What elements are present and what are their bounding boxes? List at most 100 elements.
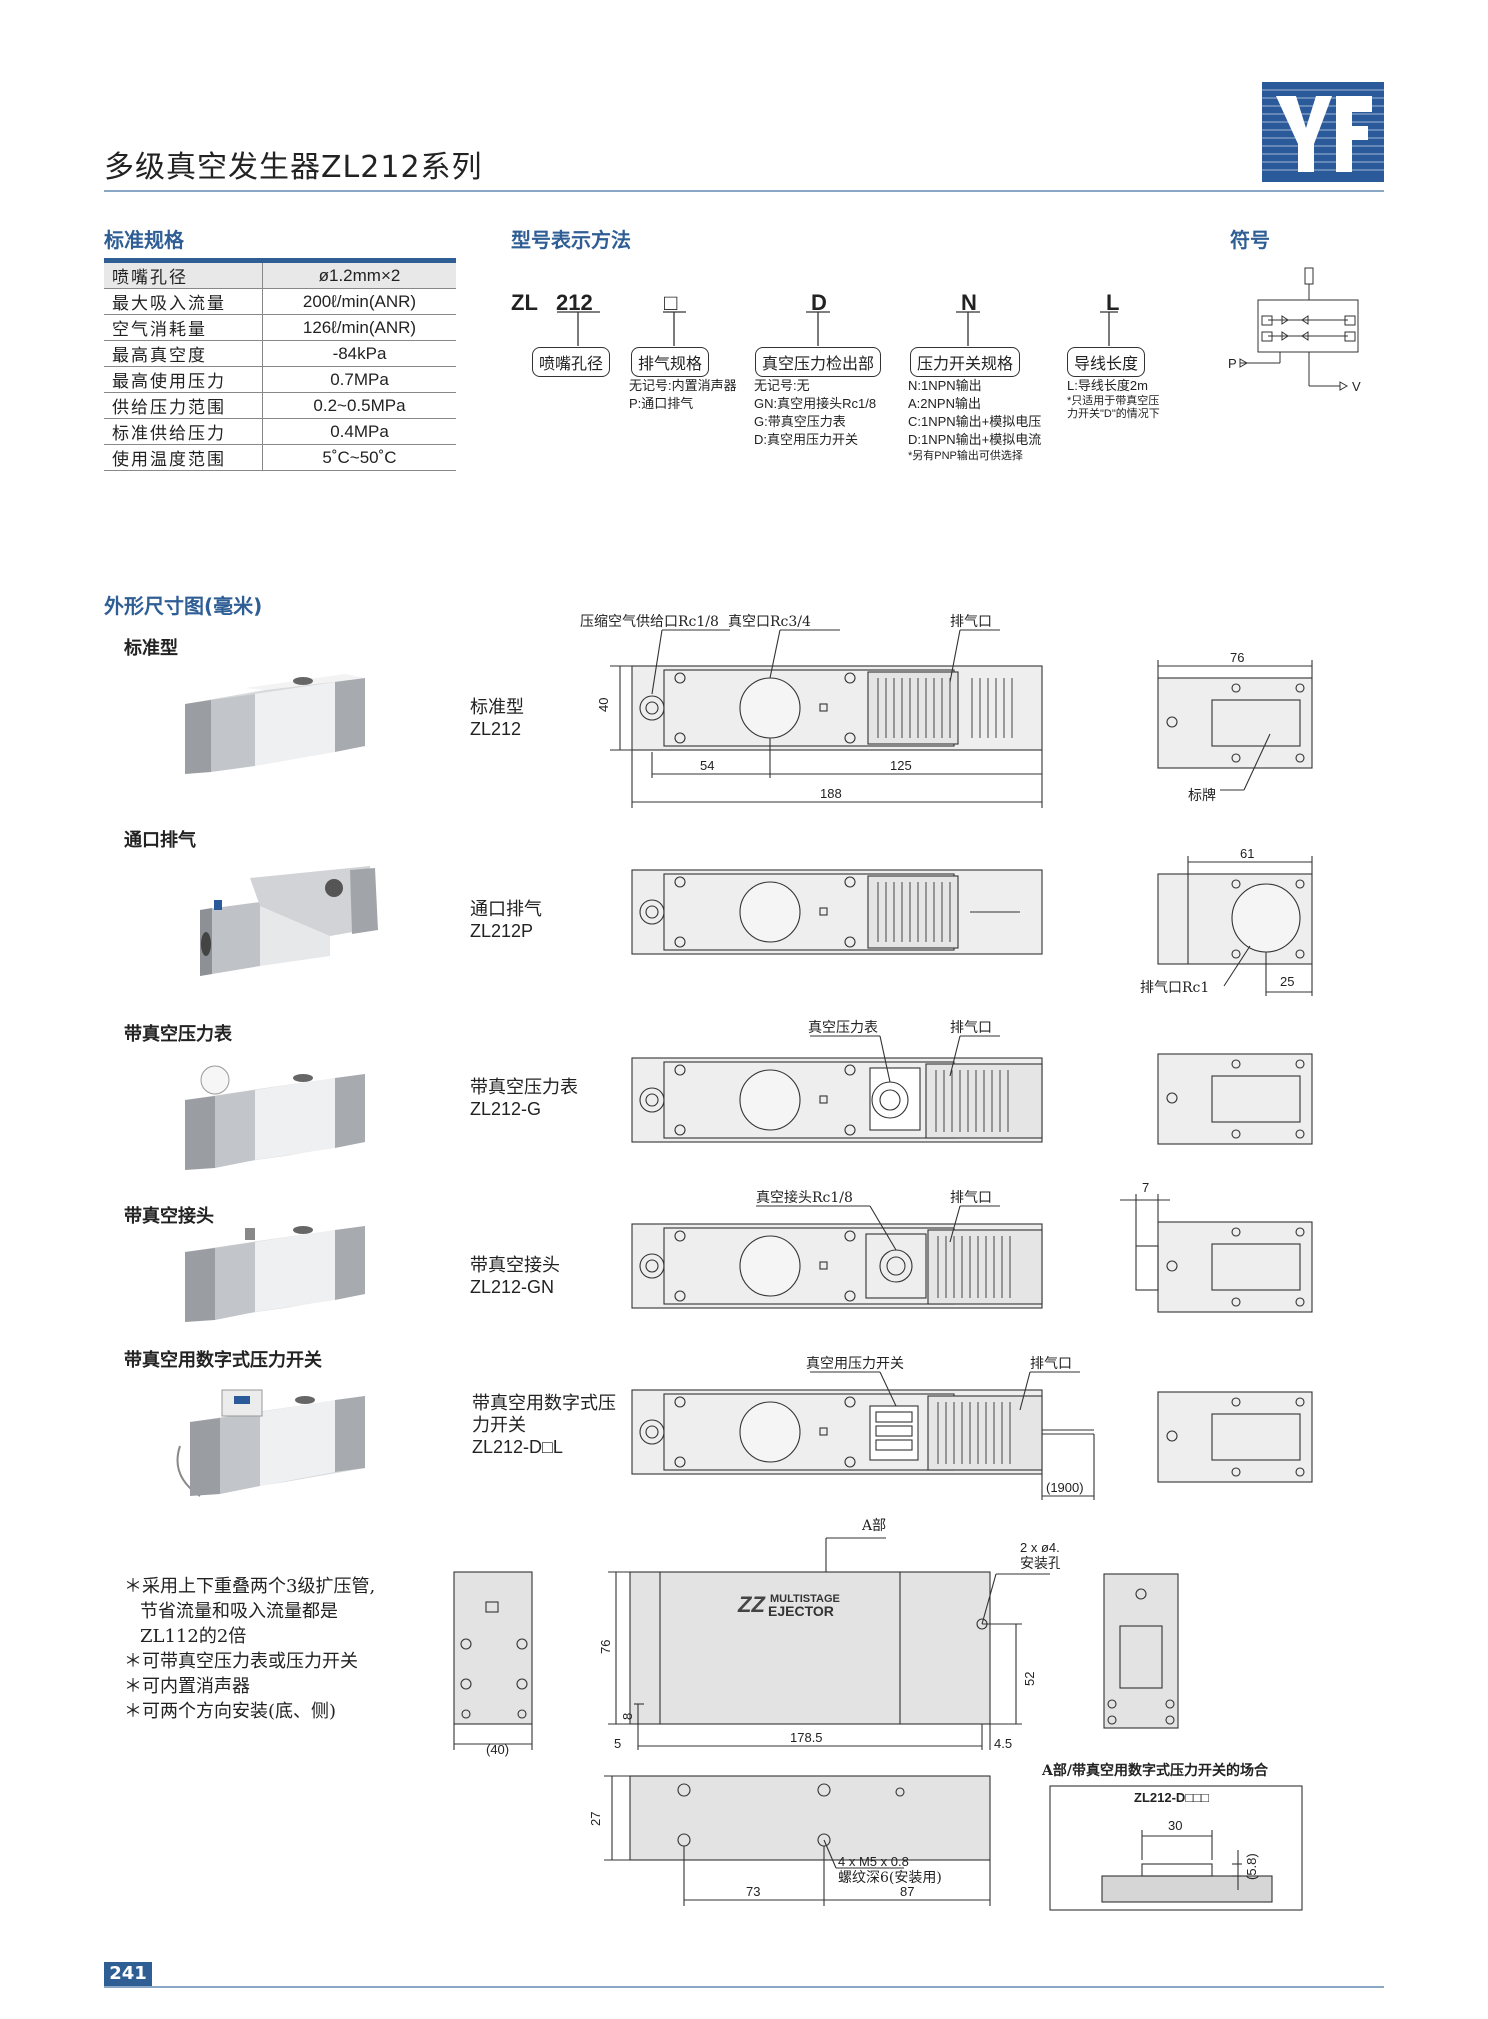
dim-7: 7 <box>1142 1180 1149 1195</box>
spec-value: 0.2~0.5MPa <box>262 392 456 419</box>
drawing-port-exhaust-end: 61 25 排气口Rc1 <box>1140 846 1313 996</box>
product-photo-digital-switch <box>176 1389 365 1497</box>
dim-178-5: 178.5 <box>790 1730 823 1745</box>
spec-label: 最高使用压力 <box>104 366 263 393</box>
company-logo <box>1262 82 1384 182</box>
variant-code: ZL212-GN <box>470 1277 555 1297</box>
variant-name: 带真空用数字式压力开关 <box>472 1393 616 1435</box>
drawing-fitting: 真空接头Rc1/8 排气口 <box>631 1189 1043 1309</box>
callout-mount-hole-spec: 2 x ø4.4 <box>1020 1540 1060 1555</box>
callout-vacuum-port: 真空口Rc3/4 <box>728 614 811 630</box>
dim-cable: (1900) <box>1046 1480 1084 1495</box>
feature-item: ZL112的2倍 <box>140 1626 247 1647</box>
dim-87: 87 <box>900 1884 914 1899</box>
ejector-brand-1: MULTISTAGE <box>770 1593 840 1605</box>
variant-code: ZL212-D□L <box>472 1437 563 1457</box>
spec-value: 0.4MPa <box>262 418 456 445</box>
dim-5-8: (5.8) <box>1244 1853 1259 1880</box>
part-a-note: A部/带真空用数字式压力开关的场合 <box>1042 1763 1268 1779</box>
notes-exhaust: 无记号:内置消声器 P:通口排气 <box>629 377 737 413</box>
spec-label: 空气消耗量 <box>104 314 263 341</box>
ejector-brand-2: EJECTOR <box>768 1603 834 1619</box>
spec-value: ø1.2mm×2 <box>262 258 456 289</box>
spec-label: 使用温度范围 <box>104 444 263 471</box>
notes-sensor: 无记号:无 GN:真空用接头Rc1/8 G:带真空压力表 D:真空用压力开关 <box>754 377 876 449</box>
product-photo-port-exhaust <box>200 866 378 976</box>
variant-code: ZL212 <box>470 719 522 739</box>
header-rule <box>104 190 1384 192</box>
dim-40: 40 <box>596 698 611 712</box>
model-series: 212 <box>556 290 593 315</box>
spec-row: 最高真空度-84kPa <box>104 340 456 367</box>
spec-label: 喷嘴孔径 <box>104 258 263 289</box>
port-v-label: V <box>1352 379 1361 394</box>
dim-76: 76 <box>1230 650 1244 665</box>
note-line: *另有PNP输出可供选择 <box>908 450 1023 462</box>
label-switch: 压力开关规格 <box>910 347 1021 377</box>
notes-cable: L:导线长度2m *只适用于带真空压 力开关"D"的情况下 <box>1067 377 1160 421</box>
note-line: N:1NPN输出 <box>908 378 982 393</box>
dim-4-5: 4.5 <box>994 1736 1012 1751</box>
callout-mount-hole: 安装孔 <box>1020 1556 1060 1572</box>
label-nozzle: 喷嘴孔径 <box>532 347 611 377</box>
spec-label: 最高真空度 <box>104 340 263 367</box>
callout-exhaust: 排气口 <box>950 1190 992 1206</box>
spec-label: 最大吸入流量 <box>104 288 263 315</box>
dim-125: 125 <box>890 758 912 773</box>
dim-188: 188 <box>820 786 842 801</box>
spec-value: 200ℓ/min(ANR) <box>262 288 456 315</box>
dim-52: 52 <box>1022 1672 1037 1686</box>
note-line: L:导线长度2m <box>1067 378 1148 393</box>
photo-caption: 通口排气 <box>124 830 196 851</box>
dim-76-side: 76 <box>598 1640 613 1654</box>
drawing-gauge: 真空压力表 排气口 <box>631 1020 1043 1143</box>
variant-name: 带真空压力表 <box>470 1077 578 1097</box>
feature-item: 节省流量和吸入流量都是 <box>140 1601 338 1622</box>
callout-exhaust: 排气口 <box>1030 1356 1072 1372</box>
feature-item: ＊可带真空压力表或压力开关 <box>124 1651 358 1672</box>
product-photo-gauge <box>185 1065 365 1170</box>
note-line: G:带真空压力表 <box>754 414 846 429</box>
variant-label: 带真空用数字式压力开关 ZL212-D□L <box>472 1392 622 1458</box>
label-cable: 导线长度 <box>1067 347 1146 377</box>
spec-value: 5˚C~50˚C <box>262 444 456 471</box>
photo-caption: 带真空接头 <box>124 1206 214 1227</box>
dim-27: 27 <box>588 1812 603 1826</box>
callout-exhaust: 排气口 <box>950 614 992 630</box>
dim-8: 8 <box>620 1713 635 1720</box>
photo-caption: 带真空用数字式压力开关 <box>124 1350 322 1371</box>
note-line: 无记号:内置消声器 <box>629 378 737 393</box>
dim-73: 73 <box>746 1884 760 1899</box>
callout-nameplate: 标牌 <box>1188 787 1216 804</box>
model-code-sensor: D <box>811 290 827 315</box>
ejector-logo-z: ZZ <box>737 1592 766 1617</box>
callout-switch: 真空用压力开关 <box>806 1356 904 1372</box>
model-prefix: ZL <box>511 290 538 315</box>
variant-name: 带真空接头 <box>470 1255 560 1275</box>
product-photo-fitting <box>185 1226 365 1322</box>
note-line: D:1NPN输出+模拟电流 <box>908 432 1042 447</box>
label-exhaust: 排气规格 <box>631 347 710 377</box>
specs-heading: 标准规格 <box>104 228 184 252</box>
drawing-digital-switch: 真空用压力开关 排气口 (1900) <box>631 1356 1095 1500</box>
product-photo-standard <box>185 674 365 774</box>
model-heading: 型号表示方法 <box>511 228 631 252</box>
note-line: 力开关"D"的情况下 <box>1067 408 1160 420</box>
dim-30: 30 <box>1168 1818 1182 1833</box>
note-line: P:通口排气 <box>629 396 694 411</box>
feature-item: ＊可两个方向安装(底、侧) <box>124 1701 337 1722</box>
variant-name: 通口排气 <box>470 899 542 919</box>
model-code-connectors <box>557 311 980 346</box>
callout-gauge: 真空压力表 <box>808 1020 878 1036</box>
dim-40-paren: (40) <box>486 1742 509 1757</box>
callout-thread-depth: 螺纹深6(安装用) <box>838 1870 942 1886</box>
port-p-label: P <box>1228 356 1237 371</box>
drawing-part-a: ZL212-D□□□ 30 (5.8) <box>1049 1785 1303 1911</box>
photo-caption: 标准型 <box>124 638 178 659</box>
callout-part-a: A部 <box>861 1518 886 1534</box>
model-code-switch: N <box>961 290 977 315</box>
